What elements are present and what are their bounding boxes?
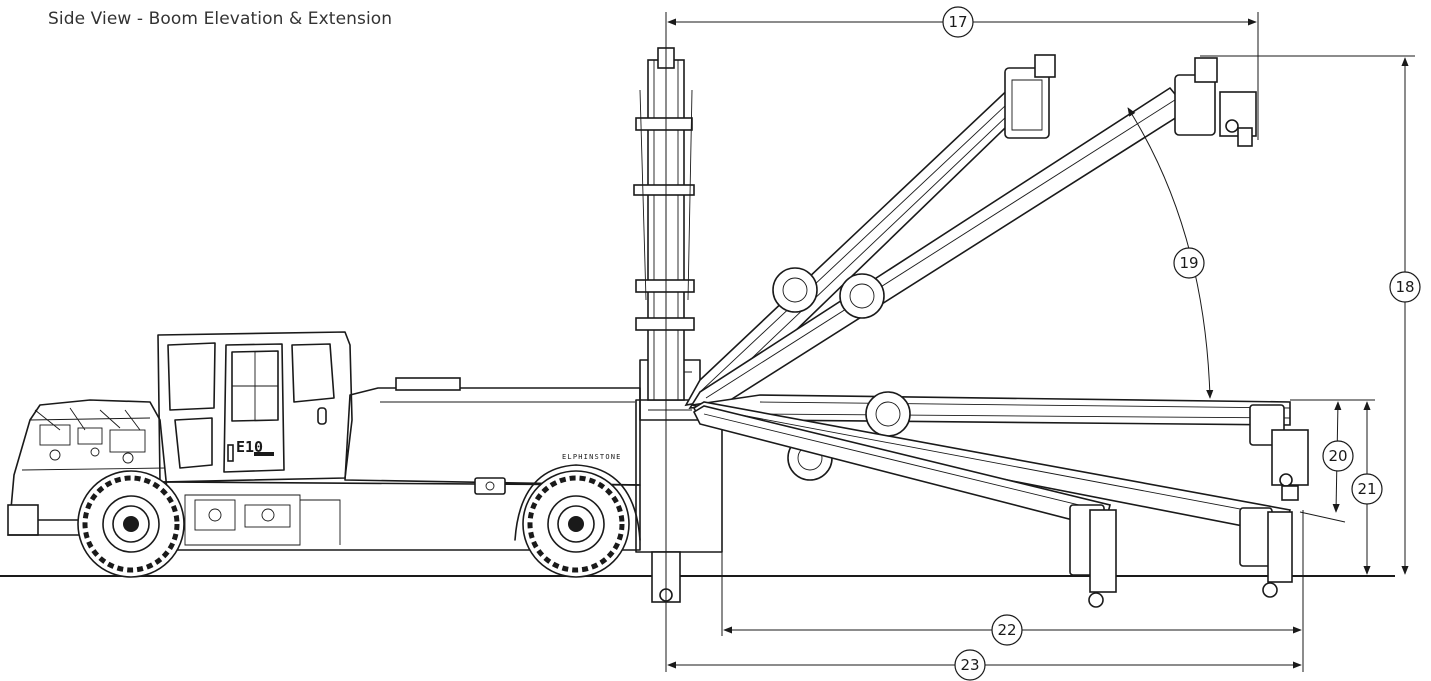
callout-20: 20: [1322, 440, 1354, 472]
front-wheel: [77, 470, 185, 578]
boom-lowered: [692, 405, 1117, 608]
rear-wheel: [522, 470, 630, 578]
svg-text:19: 19: [1179, 254, 1198, 272]
callout-17: 17: [942, 6, 974, 38]
callout-19: 19: [1173, 247, 1205, 279]
boom-elevated: [688, 57, 1257, 409]
callout-23: 23: [954, 649, 986, 681]
svg-text:22: 22: [997, 621, 1016, 639]
carrier-vehicle: E10 ELPHINSTONE: [7, 331, 641, 578]
callout-21: 21: [1351, 473, 1383, 505]
svg-text:18: 18: [1395, 278, 1414, 296]
model-badge: E10: [236, 438, 263, 456]
svg-text:17: 17: [948, 13, 967, 31]
svg-text:23: 23: [960, 656, 979, 674]
brand-text: ELPHINSTONE: [562, 453, 622, 461]
svg-text:20: 20: [1328, 447, 1347, 465]
svg-text:21: 21: [1357, 480, 1376, 498]
boom-vertical: [633, 47, 695, 603]
diagram-title: Side View - Boom Elevation & Extension: [48, 9, 393, 29]
callout-22: 22: [991, 614, 1023, 646]
callout-18: 18: [1389, 271, 1421, 303]
